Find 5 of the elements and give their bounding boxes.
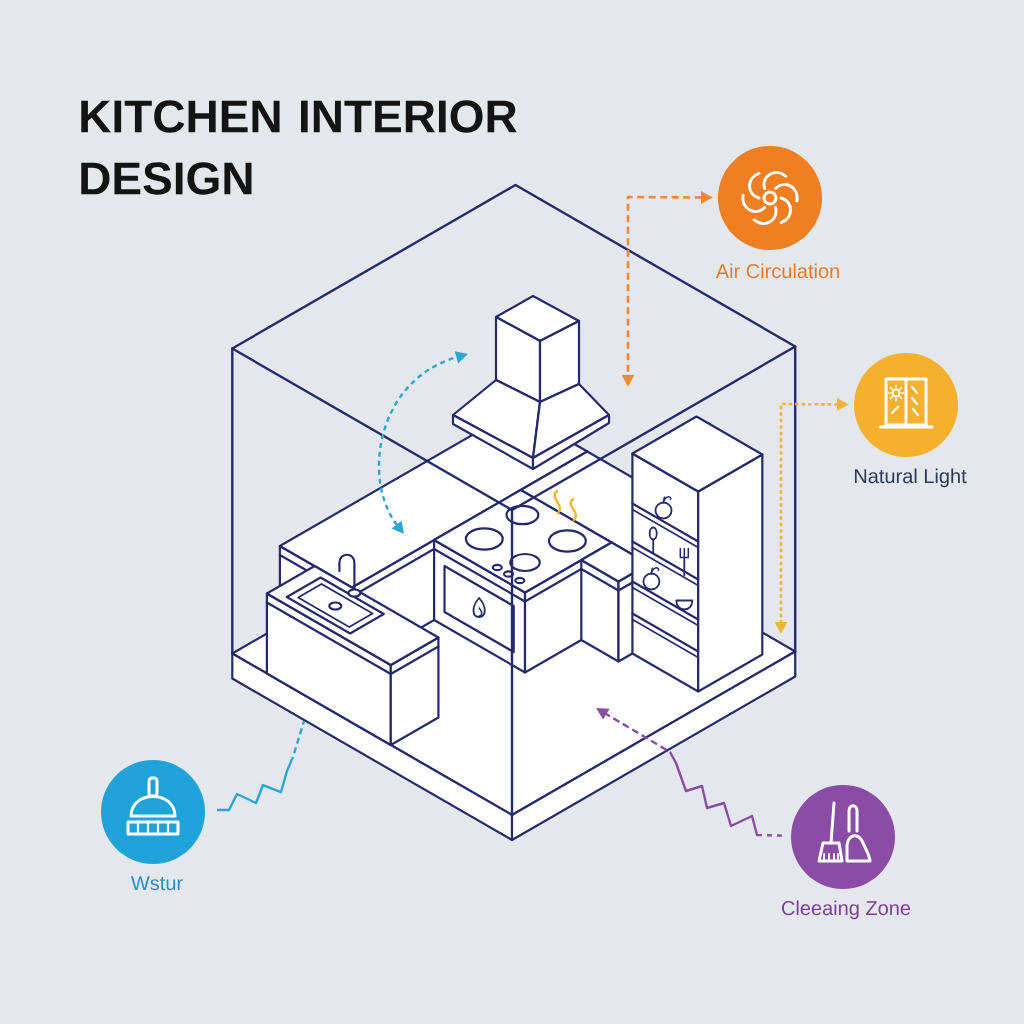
node-label: Cleeaing Zone (782, 900, 911, 920)
title: KITCHEN INTERIOR DESIGN (81, 100, 517, 195)
node-label: Air Circulation (715, 263, 839, 279)
node-label: Wstur (131, 876, 183, 891)
node-label: Natural Light (854, 468, 967, 488)
